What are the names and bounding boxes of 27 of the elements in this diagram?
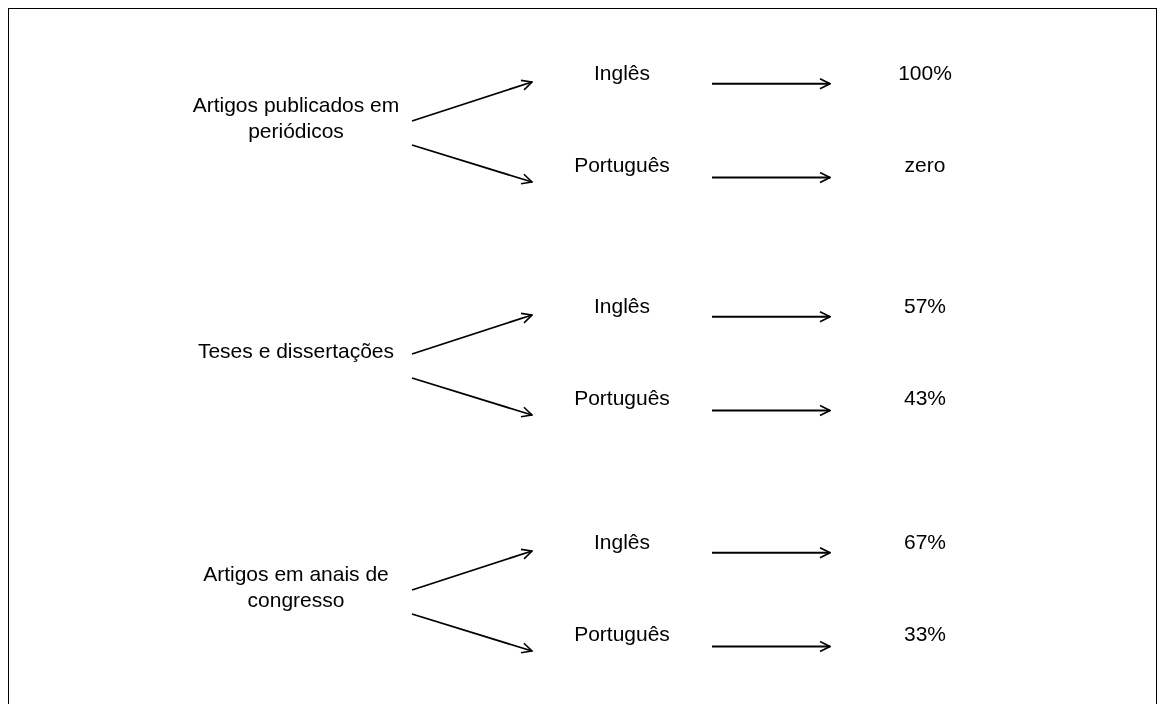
percentage-label: 43% [904, 385, 946, 411]
language-label: Português [574, 152, 670, 178]
language-label: Inglês [593, 292, 650, 319]
arrow [411, 613, 533, 654]
arrow [711, 404, 831, 417]
arrow [711, 171, 831, 184]
arrow [711, 640, 831, 653]
percentage-label: 67% [904, 528, 946, 555]
arrow [411, 144, 533, 185]
category-label: Artigos em anais de congresso [202, 561, 390, 612]
percentage-label: 100% [898, 59, 952, 86]
arrow [711, 310, 831, 323]
percentage-label: 33% [904, 621, 946, 647]
arrow [411, 548, 533, 591]
arrow [711, 77, 831, 90]
language-label: Inglês [593, 59, 650, 86]
category-label: Teses e dissertações [197, 337, 395, 364]
arrow [411, 312, 533, 355]
arrow [711, 546, 831, 559]
percentage-label: 57% [904, 292, 946, 319]
language-label: Português [574, 385, 670, 411]
percentage-label: zero [904, 152, 946, 178]
arrow [411, 79, 533, 122]
language-label: Inglês [593, 528, 650, 555]
arrow [411, 377, 533, 418]
category-label: Artigos publicados em periódicos [191, 92, 401, 143]
language-label: Português [574, 621, 670, 647]
